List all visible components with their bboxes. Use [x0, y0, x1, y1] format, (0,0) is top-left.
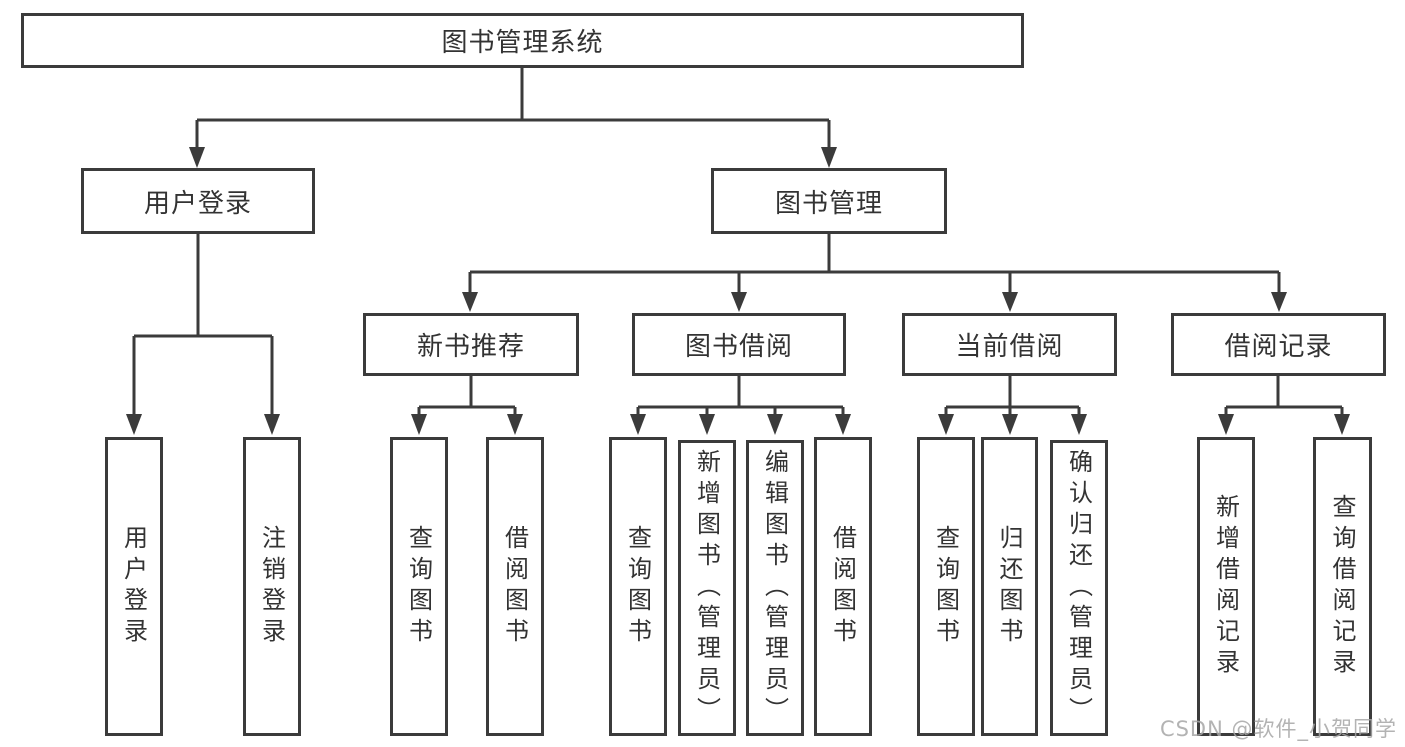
node-root: 图书管理系统 [21, 13, 1024, 68]
leaf-recommend-query-books: 查询图书 [390, 437, 448, 736]
node-new-book-recommend: 新书推荐 [363, 313, 579, 376]
leaf-borrowing-edit-books-admin: 编辑图书（管理员） [746, 440, 804, 736]
node-borrowing-records: 借阅记录 [1171, 313, 1386, 376]
connector-bookmgmt-to-level3 [468, 234, 1281, 294]
leaf-current-return-books: 归还图书 [981, 437, 1038, 736]
leaf-records-query-record: 查询借阅记录 [1313, 437, 1372, 736]
node-book-management: 图书管理 [711, 168, 947, 234]
connector-current-to-leaves [944, 376, 1081, 416]
leaf-borrowing-query-books: 查询图书 [609, 437, 667, 736]
arrowhead [938, 414, 954, 435]
arrowhead [699, 414, 715, 435]
leaf-current-confirm-return-admin: 确认归还（管理员） [1050, 440, 1108, 736]
leaf-logout: 注销登录 [243, 437, 301, 736]
leaf-records-add-record: 新增借阅记录 [1197, 437, 1255, 736]
arrowhead [1271, 292, 1287, 312]
arrowhead [835, 414, 851, 435]
arrowhead [821, 147, 837, 168]
node-book-borrowing: 图书借阅 [632, 313, 846, 376]
leaf-borrowing-add-books-admin: 新增图书（管理员） [678, 440, 736, 736]
csdn-watermark: CSDN @软件_小贺同学 [1159, 717, 1397, 741]
leaf-current-query-books: 查询图书 [917, 437, 975, 736]
arrowhead [462, 292, 478, 312]
connector-borrowing-to-leaves [636, 376, 845, 416]
arrowhead [1334, 414, 1350, 435]
leaf-user-login: 用户登录 [105, 437, 163, 736]
node-current-borrowing: 当前借阅 [902, 313, 1117, 376]
arrowhead [1071, 414, 1087, 435]
arrowhead [630, 414, 646, 435]
leaf-recommend-borrow-books: 借阅图书 [486, 437, 544, 736]
connector-records-to-leaves [1224, 376, 1344, 416]
arrowhead [731, 292, 747, 312]
arrowhead [507, 414, 523, 435]
connector-root-to-level2 [195, 68, 831, 149]
arrowhead [767, 414, 783, 435]
leaf-borrowing-borrow-books: 借阅图书 [814, 437, 872, 736]
arrowhead [189, 147, 205, 168]
arrowhead [264, 414, 280, 435]
arrowhead [1218, 414, 1234, 435]
arrowhead [411, 414, 427, 435]
connector-userlogin-to-leaves [132, 234, 274, 416]
arrowhead [1002, 292, 1018, 312]
node-user-login: 用户登录 [81, 168, 315, 234]
arrowhead [126, 414, 142, 435]
connector-recommend-to-leaves [417, 376, 517, 416]
arrowhead [1002, 414, 1018, 435]
